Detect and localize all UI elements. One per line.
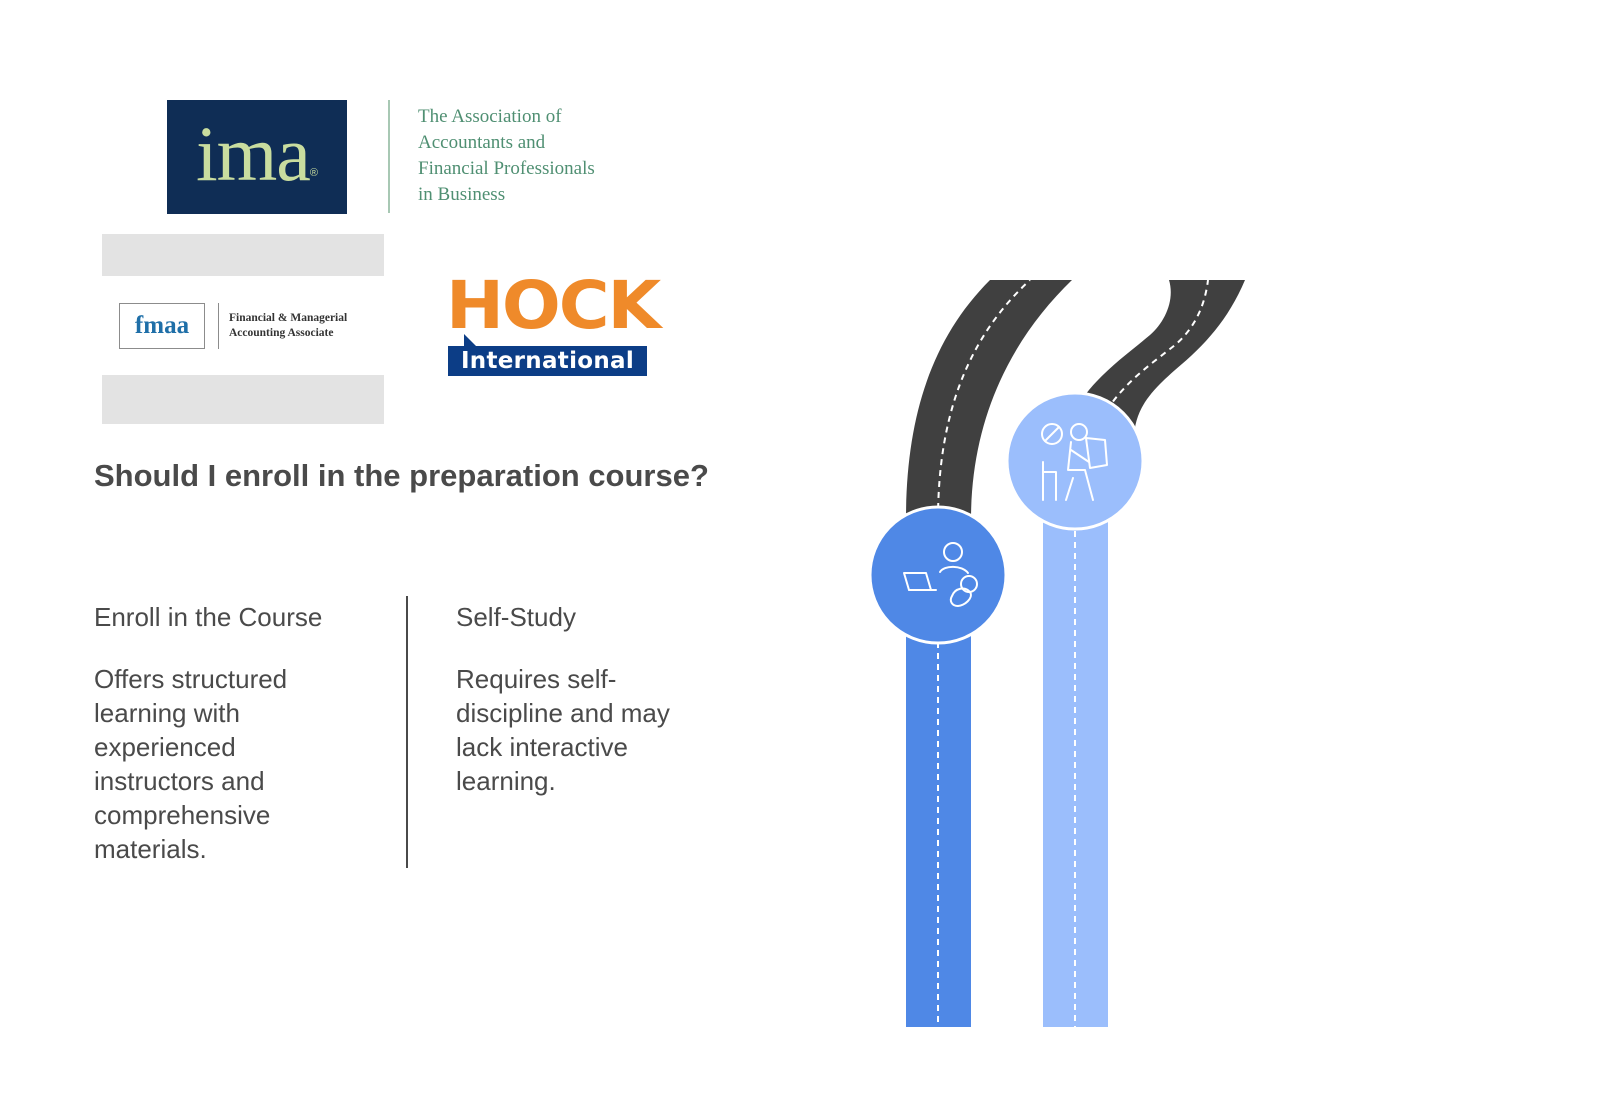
hock-logo-notch	[464, 334, 476, 346]
enroll-road-asphalt-centerline	[937, 279, 1031, 521]
description-line: Requires self-	[456, 664, 617, 694]
description-line: Offers structured	[94, 664, 288, 694]
ima-tagline: The Association of Accountants and Finan…	[418, 104, 658, 208]
person-reading-icon	[1041, 423, 1108, 501]
hock-wordmark: HOCK	[446, 267, 661, 344]
description-line: comprehensive	[94, 800, 271, 830]
ima-logo: ima®	[167, 100, 347, 214]
option-self-study-description: Requires self- discipline and may lack i…	[456, 662, 670, 798]
fmaa-name: Financial & Managerial Accounting Associ…	[229, 311, 379, 341]
ima-tagline-line: in Business	[418, 184, 506, 205]
fmaa-name-line: Accounting Associate	[229, 327, 334, 339]
fmaa-logo-divider	[218, 303, 219, 349]
option-enroll-description: Offers structured learning with experien…	[94, 662, 287, 866]
person-laptop-icon	[903, 542, 978, 607]
ima-tagline-line: Accountants and	[418, 132, 546, 153]
description-line: instructors and	[94, 766, 265, 796]
enroll-node	[868, 505, 1008, 645]
fmaa-logo-border-top	[102, 234, 384, 276]
option-self-study-title: Self-Study	[456, 602, 576, 632]
description-line: learning with	[94, 698, 240, 728]
ima-tagline-line: The Association of	[418, 106, 562, 127]
description-line: discipline and may	[456, 698, 670, 728]
column-divider	[406, 596, 408, 868]
description-line: materials.	[94, 834, 207, 864]
ima-logo-divider	[388, 100, 390, 213]
ima-registered-mark: ®	[309, 167, 319, 179]
fmaa-name-line: Financial & Managerial	[229, 312, 348, 324]
self-study-node	[1005, 391, 1145, 531]
description-line: learning.	[456, 766, 556, 796]
self-study-road-asphalt-centerline	[1100, 279, 1209, 421]
hock-logo-band: International	[448, 346, 647, 376]
option-enroll-title: Enroll in the Course	[94, 602, 323, 632]
ima-tagline-line: Financial Professionals	[418, 158, 595, 179]
self-study-road-lane	[1043, 470, 1108, 1027]
fmaa-logo-border-bottom	[102, 375, 384, 424]
fmaa-wordmark: fmaa	[119, 303, 205, 349]
ima-wordmark: ima	[195, 110, 311, 197]
hock-subtitle: International	[460, 348, 635, 374]
page-title: Should I enroll in the preparation cours…	[94, 458, 709, 493]
enroll-road-asphalt	[906, 280, 1072, 575]
description-line: lack interactive	[456, 732, 628, 762]
description-line: experienced	[94, 732, 236, 762]
